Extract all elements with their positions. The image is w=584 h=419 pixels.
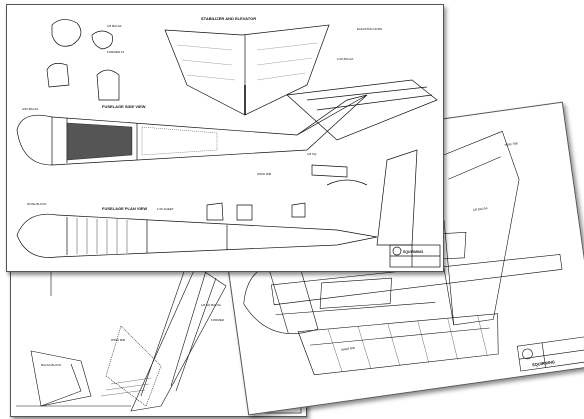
front-sheet-drawing: 1/8 BALSA FORMER F1 ELEVATOR HORN 1/16 B… <box>16 16 441 268</box>
svg-text:BALSA BLOCK: BALSA BLOCK <box>41 363 62 367</box>
svg-text:1/16 BALSA: 1/16 BALSA <box>337 57 353 61</box>
stabilizer-title: STABILIZER AND ELEVATOR <box>201 16 256 21</box>
svg-text:FORMER F1: FORMER F1 <box>107 50 125 54</box>
plan-view-title: FUSELAGE PLAN VIEW <box>102 206 147 211</box>
svg-text:WING RIB: WING RIB <box>111 338 125 342</box>
front-sheet-logo: SQUIRMING <box>403 250 424 254</box>
svg-text:WING RIB: WING RIB <box>341 346 355 352</box>
plan-sheet-front: 1/8 BALSA FORMER F1 ELEVATOR HORN 1/16 B… <box>6 4 444 272</box>
svg-text:ELEVATOR HORN: ELEVATOR HORN <box>357 27 382 31</box>
side-view-title: FUSELAGE SIDE VIEW <box>102 104 146 109</box>
svg-text:1/8 BALSA: 1/8 BALSA <box>107 24 122 28</box>
svg-text:1/8 SQ BALSA: 1/8 SQ BALSA <box>201 303 221 307</box>
plan-sheet-right: TRIM TAB 1/8 BALSA FORMER WING RIB HATCH… <box>211 101 584 416</box>
svg-text:NOSE BLOCK: NOSE BLOCK <box>27 202 47 206</box>
right-sheet-logo: SQUIRMING <box>532 359 556 367</box>
svg-text:3/32 BALSA: 3/32 BALSA <box>22 107 38 111</box>
svg-text:1/16 SHEET: 1/16 SHEET <box>157 207 174 211</box>
svg-text:1/8 SQ: 1/8 SQ <box>307 152 317 156</box>
svg-text:1/8 BALSA: 1/8 BALSA <box>473 206 488 212</box>
svg-text:FORMER: FORMER <box>211 318 225 322</box>
svg-text:WING RIB: WING RIB <box>257 172 271 176</box>
svg-text:TRIM TAB: TRIM TAB <box>504 141 518 147</box>
right-sheet-drawing: TRIM TAB 1/8 BALSA FORMER WING RIB HATCH… <box>243 130 584 376</box>
